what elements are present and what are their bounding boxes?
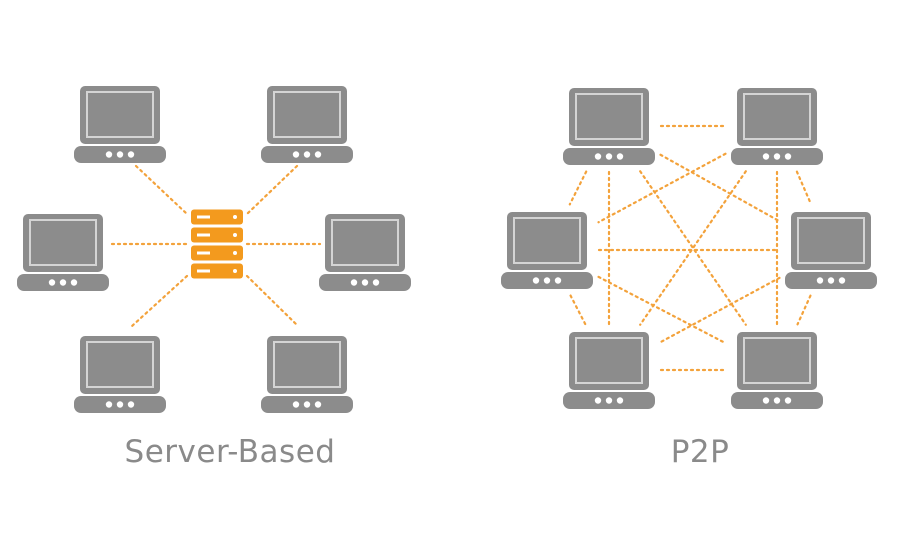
laptop-led bbox=[292, 401, 300, 408]
laptop-led bbox=[127, 401, 135, 408]
server-light bbox=[233, 269, 237, 273]
peer-link bbox=[659, 276, 781, 344]
laptop-screen bbox=[577, 339, 641, 382]
client-laptop bbox=[261, 86, 353, 163]
peer-laptop bbox=[731, 88, 823, 165]
peer-link bbox=[569, 294, 587, 326]
laptop-led bbox=[773, 397, 781, 404]
laptop-led bbox=[773, 153, 781, 160]
laptop-screen bbox=[31, 221, 95, 264]
server-link bbox=[130, 274, 189, 328]
laptop-led bbox=[543, 277, 551, 284]
laptop-screen bbox=[275, 93, 339, 136]
laptop-screen bbox=[799, 219, 863, 262]
laptop-screen bbox=[745, 339, 809, 382]
peer-link bbox=[597, 275, 727, 345]
laptop-led bbox=[838, 277, 846, 284]
peer-link bbox=[659, 153, 781, 223]
laptop-screen bbox=[577, 95, 641, 138]
laptop-led bbox=[594, 153, 602, 160]
laptop-led bbox=[105, 401, 113, 408]
server-slot bbox=[197, 215, 210, 219]
laptop-led bbox=[116, 151, 124, 158]
laptop-led bbox=[314, 151, 322, 158]
peer-laptop bbox=[563, 332, 655, 409]
server-icon bbox=[191, 209, 243, 279]
peer-link bbox=[597, 152, 727, 224]
laptop-screen bbox=[88, 343, 152, 386]
laptop-screen bbox=[275, 343, 339, 386]
client-laptop bbox=[319, 214, 411, 291]
server-link bbox=[245, 164, 299, 216]
server-unit bbox=[191, 263, 243, 279]
server-slot bbox=[197, 251, 210, 255]
peer-laptop bbox=[501, 212, 593, 289]
client-laptop bbox=[261, 336, 353, 413]
p2p-links bbox=[568, 124, 813, 372]
laptop-led bbox=[303, 401, 311, 408]
laptop-led bbox=[762, 153, 770, 160]
laptop-led bbox=[70, 279, 78, 286]
laptop-led bbox=[372, 279, 380, 286]
p2p-caption: P2P bbox=[670, 434, 730, 470]
server-slot bbox=[197, 233, 210, 237]
peer-laptop bbox=[731, 332, 823, 409]
laptop-led bbox=[605, 153, 613, 160]
laptop-led bbox=[554, 277, 562, 284]
laptop-led bbox=[314, 401, 322, 408]
laptop-led bbox=[59, 279, 67, 286]
peer-link bbox=[639, 170, 747, 326]
laptop-led bbox=[127, 151, 135, 158]
laptop-led bbox=[105, 151, 113, 158]
server-slot bbox=[197, 269, 210, 273]
laptop-led bbox=[816, 277, 824, 284]
laptop-screen bbox=[515, 219, 579, 262]
server-unit bbox=[191, 209, 243, 225]
laptop-screen bbox=[88, 93, 152, 136]
server-based-links bbox=[110, 164, 322, 328]
laptop-led bbox=[292, 151, 300, 158]
server-based-caption: Server-Based bbox=[124, 434, 336, 470]
server-link bbox=[245, 274, 300, 328]
laptop-screen bbox=[745, 95, 809, 138]
laptop-screen bbox=[333, 221, 397, 264]
laptop-led bbox=[303, 151, 311, 158]
client-laptop bbox=[74, 336, 166, 413]
laptop-led bbox=[616, 397, 624, 404]
laptop-led bbox=[594, 397, 602, 404]
laptop-led bbox=[762, 397, 770, 404]
peer-link bbox=[795, 170, 813, 206]
laptop-led bbox=[827, 277, 835, 284]
laptop-led bbox=[350, 279, 358, 286]
server-light bbox=[233, 233, 237, 237]
peer-laptop bbox=[563, 88, 655, 165]
diagram-nodes bbox=[17, 86, 877, 413]
laptop-led bbox=[116, 401, 124, 408]
laptop-led bbox=[784, 397, 792, 404]
server-link bbox=[134, 164, 189, 216]
peer-link bbox=[796, 294, 812, 326]
server-unit bbox=[191, 245, 243, 261]
client-laptop bbox=[17, 214, 109, 291]
laptop-led bbox=[532, 277, 540, 284]
client-laptop bbox=[74, 86, 166, 163]
server-unit bbox=[191, 227, 243, 243]
peer-laptop bbox=[785, 212, 877, 289]
laptop-led bbox=[48, 279, 56, 286]
peer-link bbox=[568, 170, 588, 206]
laptop-led bbox=[605, 397, 613, 404]
laptop-led bbox=[616, 153, 624, 160]
laptop-led bbox=[784, 153, 792, 160]
server-light bbox=[233, 251, 237, 255]
peer-link bbox=[639, 170, 747, 326]
server-light bbox=[233, 215, 237, 219]
laptop-led bbox=[361, 279, 369, 286]
